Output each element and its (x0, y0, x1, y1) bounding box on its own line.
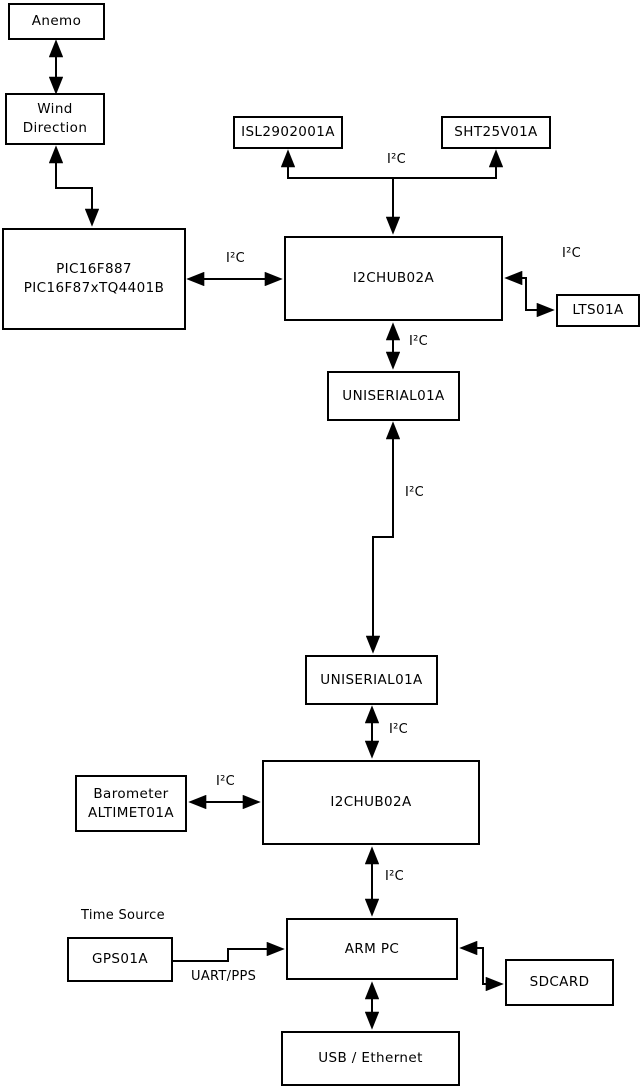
edge-label-i2c-hub2-armpc: I²C (385, 869, 405, 884)
edge-label-i2c-uniserial2-hub2: I²C (389, 722, 409, 737)
node-i2chub02a-2: I2CHUB02A (262, 760, 480, 845)
edge-label-uart-pps: UART/PPS (191, 969, 257, 984)
node-sht25v01a: SHT25V01A (441, 116, 551, 149)
node-sdcard: SDCARD (505, 959, 614, 1006)
node-wind-direction: Wind Direction (5, 93, 105, 145)
edge-label-i2c-uniserial-link: I²C (405, 485, 425, 500)
node-anemo: Anemo (8, 3, 105, 40)
edge-armpc-sdcard (459, 940, 504, 992)
node-lts01a: LTS01A (556, 294, 640, 327)
node-arm-pc: ARM PC (286, 918, 458, 980)
edge-label-i2c-top-bus: I²C (387, 152, 407, 167)
node-barometer-altimet01a: Barometer ALTIMET01A (75, 775, 187, 832)
edge-label-time-source: Time Source (81, 908, 165, 923)
node-i2chub02a-1: I2CHUB02A (284, 236, 503, 321)
node-usb-ethernet: USB / Ethernet (281, 1031, 460, 1086)
edge-label-i2c-hub1-uniserial1: I²C (409, 334, 429, 349)
edge-uniserial1-uniserial2 (365, 421, 401, 654)
edge-label-i2c-barometer-hub2: I²C (216, 774, 236, 789)
node-pic16f887: PIC16F887 PIC16F87xTQ4401B (2, 228, 186, 330)
edge-label-i2c-hub1-lts: I²C (562, 246, 582, 261)
node-gps01a: GPS01A (67, 937, 173, 982)
edge-winddirection-pic (48, 145, 100, 227)
edge-label-i2c-pic-hub1: I²C (226, 251, 246, 266)
edge-gps-armpc (173, 941, 285, 962)
node-isl2902001a: ISL2902001A (233, 116, 343, 149)
node-uniserial01a-1: UNISERIAL01A (327, 371, 460, 421)
node-uniserial01a-2: UNISERIAL01A (305, 655, 438, 705)
edge-hub1-lts (504, 270, 555, 318)
